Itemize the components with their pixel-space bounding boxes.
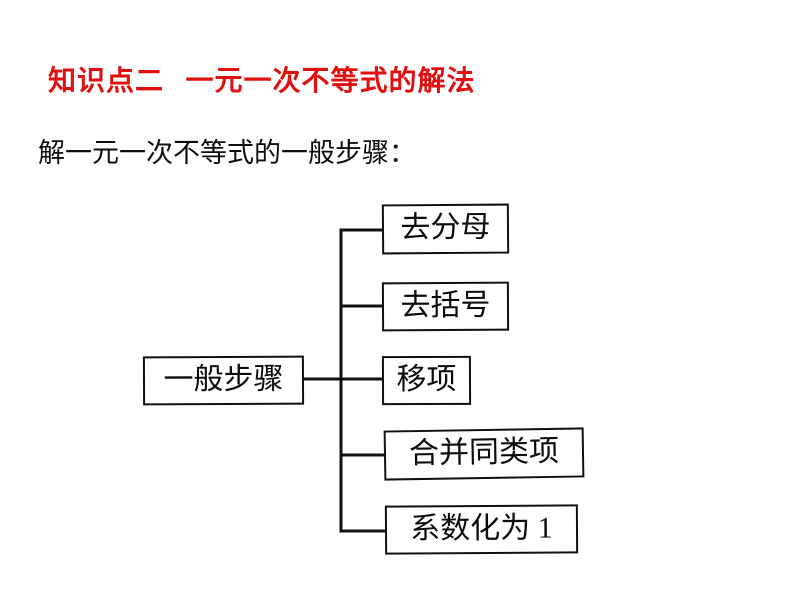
subtitle-text: 解一元一次不等式的一般步骤： (38, 138, 416, 168)
tree-node-step-3-label: 移项 (396, 362, 457, 396)
tree-node-root[interactable]: 一般步骤 (142, 355, 305, 406)
tree-node-step-4[interactable]: 合并同类项 (383, 427, 585, 481)
tree-node-step-5-label: 系数化为 1 (410, 511, 553, 545)
tree-node-step-2[interactable]: 去括号 (381, 281, 510, 332)
tree-node-step-5[interactable]: 系数化为 1 (384, 504, 579, 555)
tree-node-step-4-label: 合并同类项 (408, 434, 560, 471)
tree-node-step-2-label: 去括号 (400, 288, 491, 322)
tree-node-step-3[interactable]: 移项 (381, 355, 472, 406)
tree-node-step-1[interactable]: 去分母 (381, 203, 510, 255)
tree-node-step-1-label: 去分母 (400, 210, 491, 245)
tree-node-root-label: 一般步骤 (163, 362, 284, 396)
page-title: 知识点二 一元一次不等式的解法 (48, 64, 476, 97)
